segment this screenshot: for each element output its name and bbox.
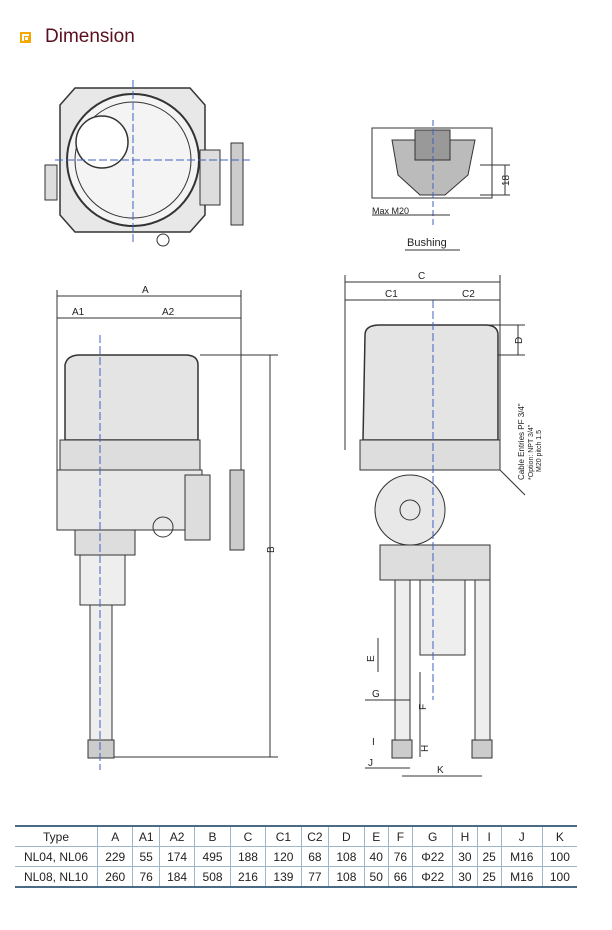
table-cell: 25	[476, 846, 502, 867]
top-view	[44, 80, 250, 247]
side-view: C C1 C2 D Cable Entries PF 3/4" *Option:…	[344, 271, 543, 777]
table-cell: 508	[194, 866, 231, 888]
dim-label-c2: C2	[462, 289, 475, 300]
bushing-thread-label: Max M20	[372, 206, 409, 216]
table-cell: 100	[541, 866, 577, 888]
column-header: J	[500, 825, 543, 847]
dim-label-h: H	[420, 745, 431, 752]
table-cell: 76	[387, 846, 413, 867]
dim-label-i: I	[372, 737, 375, 748]
column-header: F	[387, 825, 413, 847]
table-cell: 108	[328, 846, 365, 867]
column-header: C	[229, 825, 266, 847]
table-cell: NL04, NL06	[15, 846, 98, 867]
table-cell: 50	[363, 866, 389, 888]
table-cell: 174	[158, 846, 195, 867]
cable-option-note-2: M20 pitch 1.5	[536, 430, 543, 472]
dim-label-a1: A1	[72, 307, 85, 318]
dim-label-j: J	[368, 758, 373, 769]
section-title: Dimension	[45, 26, 135, 47]
dim-label-c1: C1	[385, 289, 398, 300]
table-cell: M16	[500, 866, 543, 888]
table-cell: Φ22	[412, 866, 453, 888]
column-header: D	[328, 825, 365, 847]
column-header: Type	[15, 825, 98, 847]
column-header: C1	[265, 825, 302, 847]
table-cell: 25	[476, 866, 502, 888]
column-header: A1	[132, 825, 160, 847]
dim-label-a: A	[142, 285, 149, 296]
table-cell: 68	[300, 846, 329, 867]
table-cell: 76	[132, 866, 160, 888]
table-cell: 495	[194, 846, 231, 867]
table-cell: 229	[96, 846, 133, 867]
table-cell: M16	[500, 846, 543, 867]
table-cell: 108	[328, 866, 365, 888]
cable-entries-note: Cable Entries PF 3/4"	[517, 403, 526, 480]
bushing-dim-label: 18	[501, 174, 512, 186]
table-cell: 188	[229, 846, 266, 867]
bullet-square-icon	[20, 31, 31, 43]
dimension-drawing: 18 Max M20 Bushing A A1 A2 B C	[44, 80, 543, 777]
dim-label-f: F	[418, 704, 429, 710]
dim-label-a2: A2	[162, 307, 175, 318]
dim-label-g: G	[372, 689, 380, 700]
dim-label-d: D	[514, 337, 525, 344]
column-header: E	[363, 825, 389, 847]
table-cell: 55	[132, 846, 160, 867]
dim-label-b: B	[266, 546, 277, 553]
front-view: A A1 A2 B	[56, 285, 278, 770]
table-cell: 139	[265, 866, 302, 888]
column-header: C2	[300, 825, 329, 847]
section-header: Dimension	[20, 26, 135, 48]
table-cell: 184	[158, 866, 195, 888]
column-header: A2	[158, 825, 195, 847]
cable-option-note: *Option: NPT 3/4"	[528, 424, 535, 480]
dim-label-e: E	[366, 655, 377, 662]
column-header: A	[96, 825, 133, 847]
table-cell: 100	[541, 846, 577, 867]
table-cell: 40	[363, 846, 389, 867]
column-header: I	[476, 825, 502, 847]
table-cell: 30	[452, 846, 478, 867]
column-header: H	[452, 825, 478, 847]
table-cell: NL08, NL10	[15, 866, 98, 888]
column-header: K	[541, 825, 577, 847]
table-cell: 30	[452, 866, 478, 888]
table-cell: Φ22	[412, 846, 453, 867]
bushing-drawing: 18 Max M20 Bushing	[371, 120, 512, 251]
dim-label-k: K	[437, 765, 444, 776]
table-cell: 77	[300, 866, 329, 888]
bushing-label: Bushing	[407, 237, 447, 249]
dim-label-c: C	[418, 271, 425, 282]
table-cell: 120	[265, 846, 302, 867]
column-header: B	[194, 825, 231, 847]
table-cell: 216	[229, 866, 266, 888]
column-header: G	[412, 825, 453, 847]
table-cell: 66	[387, 866, 413, 888]
table-cell: 260	[96, 866, 133, 888]
